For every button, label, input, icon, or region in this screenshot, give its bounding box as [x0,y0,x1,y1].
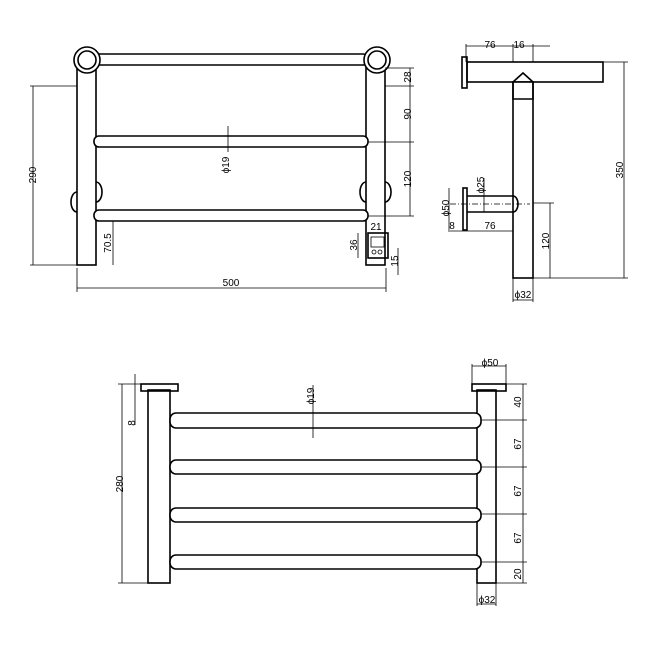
dim-phi50-top: ϕ50 [482,358,499,369]
dim-120-side: 120 [541,232,552,249]
dim-67-b: 67 [513,485,524,497]
dim-36: 36 [349,239,360,251]
dim-15: 15 [390,255,401,267]
top-bar [93,53,369,66]
right-post-top [476,389,497,584]
lower-wall-plate [462,187,468,231]
dim-phi50-side: ϕ50 [441,199,452,216]
left-post [76,59,97,266]
wall-mount-knobs [70,181,392,213]
right-plate-top [471,383,507,392]
dim-40: 40 [513,396,524,408]
dim-phi32-side: ϕ32 [515,290,532,301]
front-view: 290 500 28 90 120 ϕ19 70.5 21 36 15 [28,46,414,292]
dim-8-side: 8 [449,221,455,232]
dim-phi32-top: ϕ32 [479,595,496,606]
dim-phi19-front: ϕ19 [221,156,232,173]
dim-290: 290 [28,166,39,183]
left-plate-top [140,383,179,392]
dim-70-5: 70.5 [103,233,114,253]
dim-phi19-top: ϕ19 [306,387,317,404]
control-box [367,232,389,259]
dim-120: 120 [403,170,414,187]
dim-76-top: 76 [484,40,496,51]
bar-1 [169,412,482,429]
dim-350: 350 [615,161,626,178]
dim-28: 28 [403,71,414,83]
side-post [512,81,534,279]
bar-3 [169,507,482,523]
dim-280: 280 [115,475,126,492]
right-post [365,59,386,266]
upper-arm [466,61,604,83]
dim-90: 90 [403,108,414,120]
dim-phi25: ϕ25 [476,176,487,193]
dim-16: 16 [513,40,525,51]
dim-8-top: 8 [127,420,138,426]
bar-2 [169,459,482,475]
dim-67-c: 67 [513,532,524,544]
dim-67-a: 67 [513,438,524,450]
lower-bar [93,209,369,222]
side-view: 76 16 350 120 ϕ50 ϕ25 8 76 ϕ32 [441,40,628,302]
dim-21: 21 [370,222,382,233]
dim-76-lower: 76 [484,221,496,232]
top-view: 280 8 ϕ50 ϕ19 40 67 67 67 20 ϕ32 [115,358,527,606]
left-post-top [147,389,171,584]
dim-500: 500 [223,278,240,289]
middle-bar [93,135,369,148]
bar-4 [169,554,482,570]
dim-20: 20 [513,568,524,580]
